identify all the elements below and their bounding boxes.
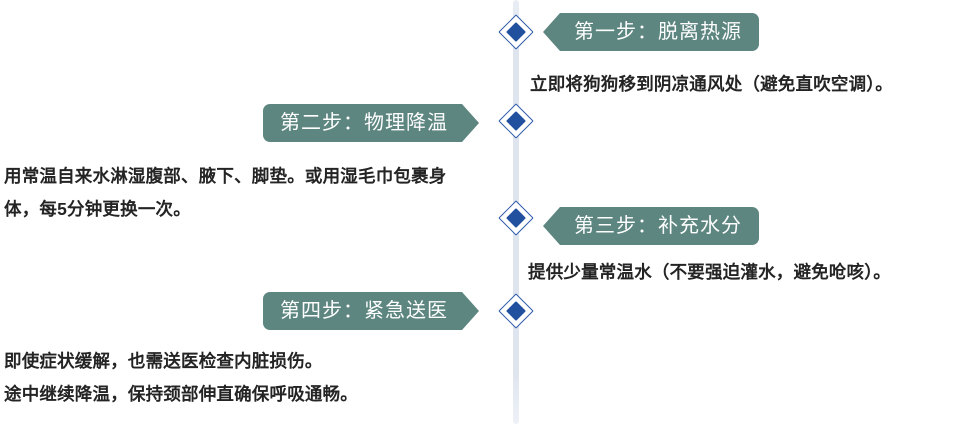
- step-body-line: 即使症状缓解，也需送医检查内脏损伤。: [4, 351, 323, 371]
- step-label-step-1: 第一步：脱离热源: [574, 21, 742, 43]
- step-label-step-3: 第三步：补充水分: [574, 215, 742, 237]
- step-banner-step-2[interactable]: 第二步：物理降温: [263, 104, 479, 142]
- step-banner-step-3[interactable]: 第三步：补充水分: [543, 207, 759, 245]
- step-label-step-2: 第二步：物理降温: [280, 112, 448, 134]
- step-body-step-4: 即使症状缓解，也需送医检查内脏损伤。 途中继续降温，保持颈部伸直确保呼吸通畅。: [4, 345, 504, 411]
- step-banner-step-1[interactable]: 第一步：脱离热源: [543, 13, 759, 51]
- step-body-step-1: 立即将狗狗移到阴凉通风处（避免直吹空调）。: [530, 68, 960, 101]
- step-banner-step-4[interactable]: 第四步：紧急送医: [263, 292, 479, 330]
- step-body-line: 立即将狗狗移到阴凉通风处（避免直吹空调）。: [530, 74, 893, 94]
- step-body-line: 途中继续降温，保持颈部伸直确保呼吸通畅。: [4, 384, 358, 404]
- step-body-step-2: 用常温自来水淋湿腹部、腋下、脚垫。或用湿毛巾包裹身 体，每5分钟更换一次。: [4, 160, 504, 226]
- step-body-line: 提供少量常温水（不要强迫灌水，避免呛咳）。: [528, 262, 891, 282]
- step-body-line: 体，每5分钟更换一次。: [4, 199, 191, 219]
- step-label-step-4: 第四步：紧急送医: [280, 300, 448, 322]
- step-body-line: 用常温自来水淋湿腹部、腋下、脚垫。或用湿毛巾包裹身: [4, 166, 447, 186]
- step-body-step-3: 提供少量常温水（不要强迫灌水，避免呛咳）。: [528, 256, 958, 289]
